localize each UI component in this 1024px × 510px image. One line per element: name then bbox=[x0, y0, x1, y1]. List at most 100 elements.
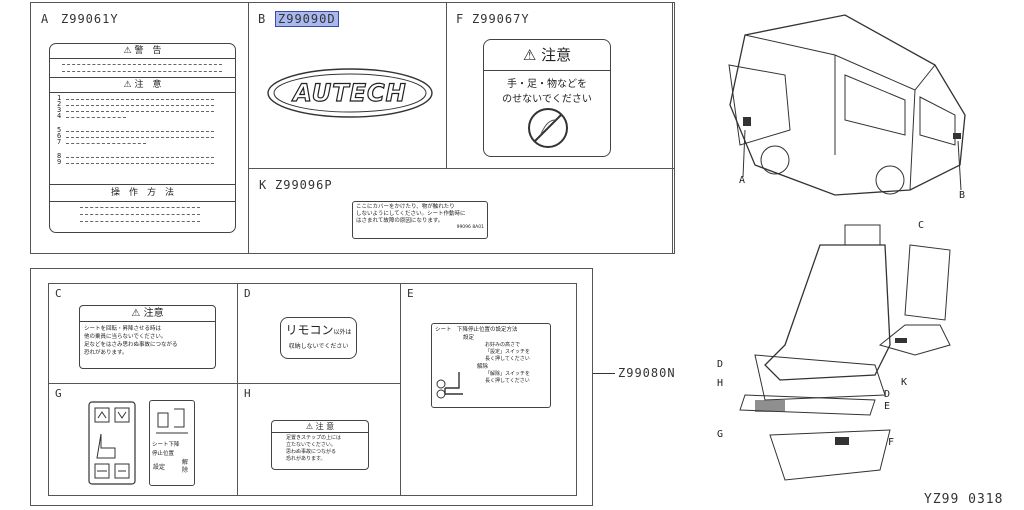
label-a-line-number: 6 bbox=[57, 132, 62, 140]
seat-callout-h[interactable]: H bbox=[717, 378, 724, 389]
label-e-setting-head: 設定 bbox=[463, 335, 475, 341]
label-k-sticker: ここにカバーをかけたり、物が触れたり しないようにしてください。シート作動時に … bbox=[352, 201, 488, 239]
label-a-operation-title: 操 作 方 法 bbox=[50, 184, 235, 202]
cell-c: C ⚠ 注意 シートを回転・昇降させる時は 他の乗員に当らないでください。 足な… bbox=[48, 283, 238, 384]
label-e-s3: 長く押してください bbox=[485, 356, 530, 362]
label-a-line-number: 9 bbox=[57, 158, 62, 166]
label-d-line1-small: 以外は bbox=[333, 329, 352, 336]
seat-callout-c[interactable]: C bbox=[918, 220, 925, 231]
seat-callout-d-left[interactable]: D bbox=[717, 359, 724, 370]
warning-triangle-icon: ⚠ bbox=[131, 308, 141, 319]
seat-control-panel-icon bbox=[88, 401, 136, 485]
prohibited-icon bbox=[528, 108, 568, 148]
seat-rotate-icon bbox=[156, 408, 188, 434]
cell-e-letter[interactable]: E bbox=[407, 287, 415, 300]
label-g-cancel: 解除 bbox=[182, 459, 189, 474]
label-g-stop-label1: シート下降 bbox=[152, 442, 180, 448]
warning-triangle-icon: ⚠ bbox=[522, 46, 537, 64]
cell-a-letter: A bbox=[41, 12, 50, 26]
label-c-sticker: ⚠ 注意 シートを回転・昇降させる時は 他の乗員に当らないでください。 足などを… bbox=[79, 305, 216, 369]
svg-text:AUTECH: AUTECH bbox=[291, 79, 406, 107]
seat-illustration bbox=[739, 224, 951, 481]
cell-b-part-number[interactable]: Z99090D bbox=[275, 11, 339, 27]
label-h-line3: 思わぬ事故につながる bbox=[286, 449, 337, 455]
label-a-text-line bbox=[66, 99, 214, 100]
cell-k: K Z99096P ここにカバーをかけたり、物が触れたり しないようにしてくださ… bbox=[248, 168, 675, 254]
cell-c-letter[interactable]: C bbox=[55, 287, 63, 300]
label-h-line4: 恐れがあります。 bbox=[286, 456, 326, 462]
cell-k-letter: K bbox=[259, 178, 268, 192]
label-c-line1: シートを回転・昇降させる時は bbox=[84, 326, 162, 332]
label-d-sticker: リモコン以外は 収納しないでください bbox=[280, 317, 357, 359]
cell-d: D リモコン以外は 収納しないでください bbox=[237, 283, 401, 384]
label-a-line-number: 5 bbox=[57, 126, 62, 134]
label-g-stop-label2: 停止位置 bbox=[152, 451, 175, 457]
autech-emblem: AUTECH bbox=[267, 68, 433, 118]
label-a-line-number: 1 bbox=[57, 94, 62, 102]
cell-a-part-number[interactable]: Z99061Y bbox=[61, 12, 119, 26]
label-a-line-number: 3 bbox=[57, 106, 62, 114]
label-a-text-line bbox=[66, 111, 214, 112]
label-d-line1: リモコン bbox=[285, 323, 334, 337]
label-k-line2: しないようにしてください。シート作動時に bbox=[356, 211, 466, 217]
label-f-line1: 手・足・物などを bbox=[507, 79, 587, 90]
label-e-sticker: シート 下降停止位置の設定方法 設定 お好みの高さで 「設定」スイッチを 長く押… bbox=[431, 323, 551, 408]
seat-icon bbox=[436, 372, 463, 399]
cell-h-letter[interactable]: H bbox=[244, 387, 252, 400]
seat-callout-g[interactable]: G bbox=[717, 429, 724, 440]
label-d-line2: 収納しないでください bbox=[288, 343, 349, 350]
cell-f-letter: F bbox=[456, 12, 465, 26]
label-c-line4: 恐れがあります。 bbox=[84, 350, 128, 356]
label-h-line1: 足置きステップの上には bbox=[286, 435, 342, 441]
label-e-cancel-head: 解除 bbox=[477, 364, 489, 370]
cell-k-part-number[interactable]: Z99096P bbox=[275, 178, 333, 192]
label-e-s2: 「設定」スイッチを bbox=[485, 349, 531, 355]
label-a-text-line bbox=[66, 131, 214, 132]
label-g-sticker: シート下降 停止位置 設定 解除 bbox=[149, 400, 195, 486]
cell-h: H ⚠ 注 意 足置きステップの上には 立たないでください。 思わぬ事故につなが… bbox=[237, 383, 401, 496]
cell-d-letter[interactable]: D bbox=[244, 287, 252, 300]
label-e-c1: 「解除」スイッチを bbox=[485, 371, 531, 377]
label-a-line-number: 2 bbox=[57, 100, 62, 108]
label-a-line-number: 7 bbox=[57, 138, 62, 146]
label-a-line-number: 4 bbox=[57, 112, 62, 120]
cell-g: G シート下降 停止位置 設定 解除 bbox=[48, 383, 238, 496]
label-a-text-line bbox=[66, 117, 126, 118]
label-a-line-number: 8 bbox=[57, 152, 62, 160]
label-a-warning-title: 警 告 bbox=[134, 46, 162, 56]
main-part-number[interactable]: Z99080N bbox=[618, 366, 676, 380]
car-callout-b[interactable]: B bbox=[959, 190, 966, 201]
label-g-set: 設定 bbox=[153, 464, 166, 471]
label-h-line2: 立たないでください。 bbox=[286, 442, 336, 448]
label-k-line3: はさまれて故障の原因になります。 bbox=[356, 218, 444, 224]
label-c-line3: 足などをはさみ思わぬ事故につながる bbox=[84, 342, 178, 348]
cell-g-letter[interactable]: G bbox=[55, 387, 63, 400]
label-h-sticker: ⚠ 注 意 足置きステップの上には 立たないでください。 思わぬ事故につながる … bbox=[271, 420, 369, 470]
seat-callout-d-right[interactable]: D bbox=[884, 389, 891, 400]
label-c-title: 注意 bbox=[143, 308, 164, 319]
seat-callout-f[interactable]: F bbox=[888, 437, 895, 448]
diagram-code: YZ99 0318 bbox=[924, 492, 1004, 507]
label-a-text-line bbox=[66, 157, 214, 158]
car-callout-a[interactable]: A bbox=[739, 175, 746, 186]
seat-callout-k[interactable]: K bbox=[901, 377, 908, 388]
bottom-labels-panel: C ⚠ 注意 シートを回転・昇降させる時は 他の乗員に当らないでください。 足な… bbox=[30, 268, 593, 506]
seat-callout-e[interactable]: E bbox=[884, 401, 891, 412]
label-e-c2: 長く押してください bbox=[485, 378, 530, 384]
label-a-text-line bbox=[66, 105, 214, 106]
cell-f: F Z99067Y ⚠ 注意 手・足・物などを のせないでください bbox=[446, 2, 675, 169]
label-a-caution-title: 注 意 bbox=[134, 80, 162, 90]
label-k-line1: ここにカバーをかけたり、物が触れたり bbox=[356, 204, 455, 210]
warning-triangle-icon: ⚠ bbox=[123, 80, 132, 90]
cell-f-part-number[interactable]: Z99067Y bbox=[472, 12, 530, 26]
label-e-s1: お好みの高さで bbox=[485, 342, 521, 348]
label-f-title: 注意 bbox=[541, 46, 572, 64]
cell-b-letter: B bbox=[258, 12, 267, 26]
label-f-sticker: ⚠ 注意 手・足・物などを のせないでください bbox=[483, 39, 611, 157]
label-c-line2: 他の乗員に当らないでください。 bbox=[84, 334, 167, 340]
label-a-text-line bbox=[66, 163, 214, 164]
main-part-leader-line bbox=[593, 373, 615, 374]
